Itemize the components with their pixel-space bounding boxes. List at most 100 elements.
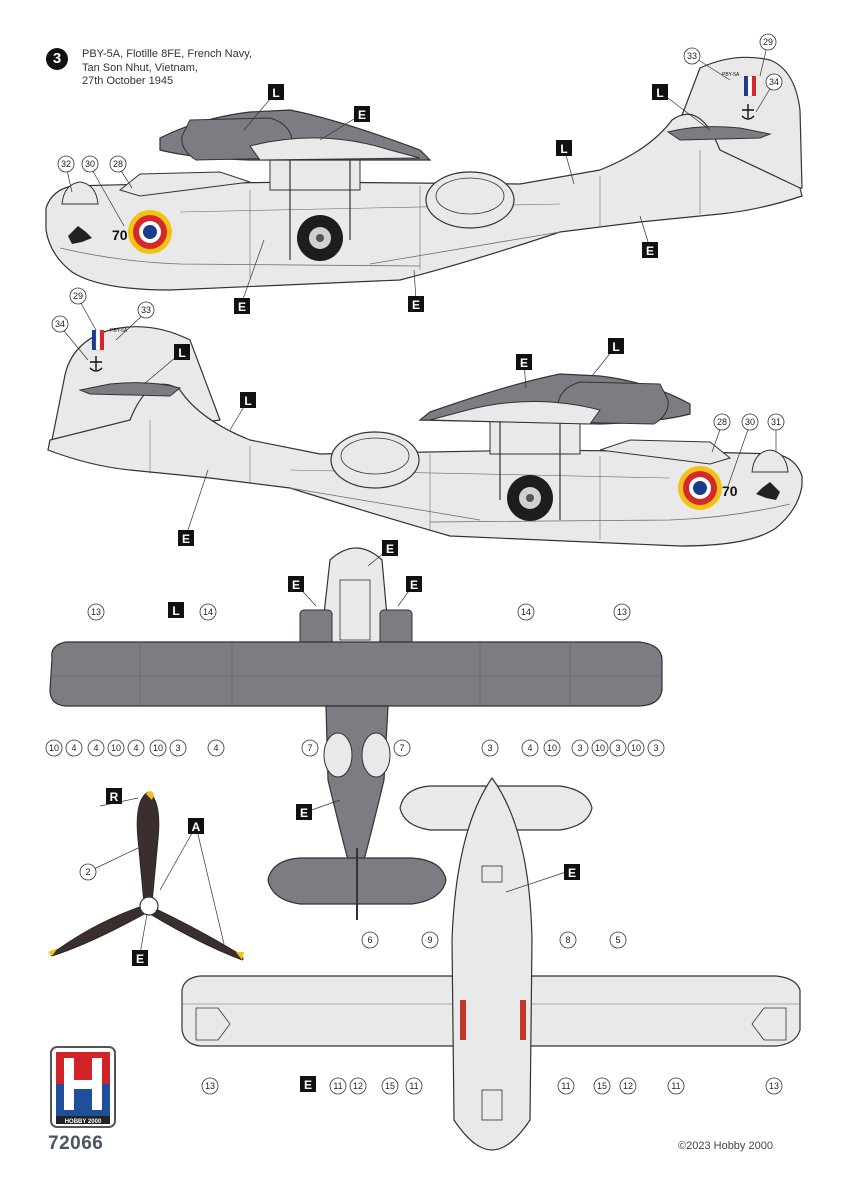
callout-34: 34 [51, 315, 69, 333]
svg-text:30: 30 [85, 159, 95, 169]
svg-text:L: L [612, 340, 619, 354]
callout-letter-E: E [564, 864, 580, 880]
svg-text:10: 10 [111, 743, 121, 753]
svg-text:13: 13 [617, 607, 627, 617]
svg-text:E: E [238, 300, 246, 314]
hull [45, 113, 803, 291]
bottom-view [181, 776, 801, 1151]
svg-text:11: 11 [671, 1081, 680, 1091]
svg-text:2: 2 [85, 867, 90, 877]
letter-callouts: L E L L E E E L L E L E E E E L R A E E … [106, 84, 668, 1092]
svg-text:E: E [386, 542, 394, 556]
aircraft-code-starboard: 70 [722, 483, 738, 499]
svg-text:29: 29 [763, 37, 773, 47]
callout-28: 28 [713, 413, 731, 431]
svg-text:E: E [646, 244, 654, 258]
svg-text:10: 10 [631, 743, 641, 753]
fin-serial-port: PBY-5A [722, 72, 740, 78]
top-view [49, 547, 663, 920]
callout-34: 34 [765, 73, 783, 91]
callout-letter-E: E [234, 298, 250, 314]
callout-6: 6 [361, 931, 379, 949]
svg-text:L: L [244, 394, 251, 408]
callout-29: 29 [759, 33, 777, 51]
callout-4: 4 [65, 739, 83, 757]
callout-letter-R: R [106, 788, 122, 804]
svg-text:7: 7 [399, 743, 404, 753]
callout-letter-E: E [382, 540, 398, 556]
svg-text:E: E [520, 356, 528, 370]
hobby-2000-logo: HOBBY 2000 [50, 1046, 116, 1128]
svg-text:15: 15 [385, 1081, 395, 1091]
svg-text:12: 12 [623, 1081, 633, 1091]
callout-14: 14 [199, 603, 217, 621]
callout-9: 9 [421, 931, 439, 949]
svg-text:14: 14 [521, 607, 531, 617]
svg-text:6: 6 [367, 935, 372, 945]
hull-starboard [47, 383, 803, 547]
caption-line-3: 27th October 1945 [82, 75, 174, 87]
svg-text:E: E [568, 866, 576, 880]
svg-text:L: L [560, 142, 567, 156]
callout-letter-E: E [178, 530, 194, 546]
svg-text:7: 7 [307, 743, 312, 753]
svg-text:L: L [172, 604, 179, 618]
svg-text:34: 34 [55, 319, 65, 329]
side-profile-right: 70 PBY-5A [47, 326, 803, 547]
svg-text:L: L [656, 86, 663, 100]
callout-3: 3 [609, 739, 627, 757]
svg-text:11: 11 [333, 1081, 342, 1091]
callout-letter-E: E [516, 354, 532, 370]
callout-letter-L: L [168, 602, 184, 618]
callout-3: 3 [571, 739, 589, 757]
callout-13: 13 [201, 1077, 219, 1095]
svg-text:E: E [182, 532, 190, 546]
svg-text:4: 4 [133, 743, 138, 753]
callout-letter-L: L [556, 140, 572, 156]
svg-text:32: 32 [61, 159, 71, 169]
svg-text:HOBBY 2000: HOBBY 2000 [65, 1119, 102, 1125]
svg-text:E: E [136, 952, 144, 966]
callout-letter-L: L [268, 84, 284, 100]
callout-letter-L: L [174, 344, 190, 360]
svg-text:5: 5 [615, 935, 620, 945]
svg-text:33: 33 [687, 51, 697, 61]
svg-text:10: 10 [49, 743, 59, 753]
callout-31: 31 [767, 413, 785, 431]
callout-13: 13 [765, 1077, 783, 1095]
propeller [48, 791, 244, 961]
callout-letter-A: A [188, 818, 204, 834]
number-callouts: 33 29 34 32 30 28 29 33 34 28 30 31 13 1… [45, 33, 785, 1095]
callout-2: 2 [79, 863, 97, 881]
svg-text:A: A [192, 820, 201, 834]
svg-text:3: 3 [175, 743, 180, 753]
callout-4: 4 [207, 739, 225, 757]
callout-10: 10 [45, 739, 63, 757]
callout-letter-E: E [406, 576, 422, 592]
svg-text:10: 10 [153, 743, 163, 753]
svg-text:14: 14 [203, 607, 213, 617]
callout-letter-E: E [132, 950, 148, 966]
callout-10: 10 [591, 739, 609, 757]
top-view-wing [49, 641, 663, 707]
svg-text:30: 30 [745, 417, 755, 427]
aircraft-caption: PBY-5A, Flotille 8FE, French Navy, Tan S… [82, 48, 252, 89]
callout-letter-L: L [608, 338, 624, 354]
svg-text:28: 28 [717, 417, 727, 427]
callout-30: 30 [741, 413, 759, 431]
callout-letter-E: E [408, 296, 424, 312]
svg-text:4: 4 [213, 743, 218, 753]
callout-letter-E: E [300, 1076, 316, 1092]
callout-letter-L: L [240, 392, 256, 408]
callout-8: 8 [559, 931, 577, 949]
svg-text:15: 15 [597, 1081, 607, 1091]
callout-29: 29 [69, 287, 87, 305]
callout-13: 13 [87, 603, 105, 621]
svg-text:3: 3 [653, 743, 658, 753]
svg-text:13: 13 [91, 607, 101, 617]
callout-10: 10 [149, 739, 167, 757]
svg-text:3: 3 [615, 743, 620, 753]
product-code: 72066 [48, 1133, 104, 1154]
svg-text:3: 3 [577, 743, 582, 753]
svg-text:33: 33 [141, 305, 151, 315]
